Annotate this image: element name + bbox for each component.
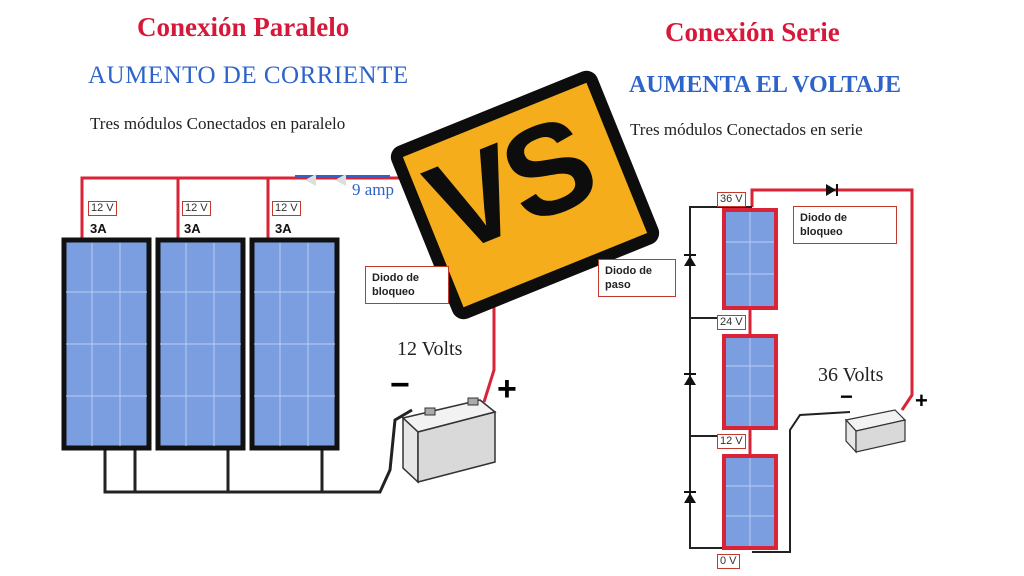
module-voltage-label: 12 V (182, 201, 211, 216)
module-voltage-label: 12 V (88, 201, 117, 216)
parallel-output-voltage: 12 Volts (397, 338, 463, 360)
parallel-title: Conexión Paralelo (137, 12, 350, 42)
series-panels (722, 208, 778, 550)
module-voltage-label: 12 V (272, 201, 301, 216)
module-current-label: 3A (275, 221, 292, 236)
series-caption: Tres módulos Conectados en serie (630, 120, 863, 139)
battery-right (844, 409, 907, 454)
series-subtitle: AUMENTA EL VOLTAJE (629, 72, 902, 98)
minus-terminal-left: − (390, 366, 410, 404)
minus-terminal-right: − (840, 384, 853, 409)
module-current-label: 3A (90, 221, 107, 236)
parallel-caption: Tres módulos Conectados en paralelo (90, 114, 346, 133)
series-wiring (684, 184, 914, 553)
vs-badge (390, 70, 660, 320)
bypass-diode-label: Diodo de paso (598, 259, 676, 297)
level-label-36v: 36 V (717, 192, 746, 207)
plus-terminal-left: + (497, 370, 517, 408)
parallel-wiring (80, 174, 496, 494)
battery-left (401, 397, 497, 484)
blocking-diode-label-right: Diodo de bloqueo (793, 206, 897, 244)
blocking-diode-label-left: Diodo de bloqueo (365, 266, 449, 304)
series-output-voltage: 36 Volts (818, 364, 884, 386)
parallel-current-total: 9 amp (352, 180, 395, 199)
plus-terminal-right: + (915, 388, 928, 413)
parallel-subtitle: AUMENTO DE CORRIENTE (88, 62, 409, 89)
series-title: Conexión Serie (665, 17, 840, 47)
level-label-12v: 12 V (717, 434, 746, 449)
level-label-24v: 24 V (717, 315, 746, 330)
parallel-panels (61, 237, 340, 451)
level-label-0v: 0 V (717, 554, 740, 569)
module-current-label: 3A (184, 221, 201, 236)
